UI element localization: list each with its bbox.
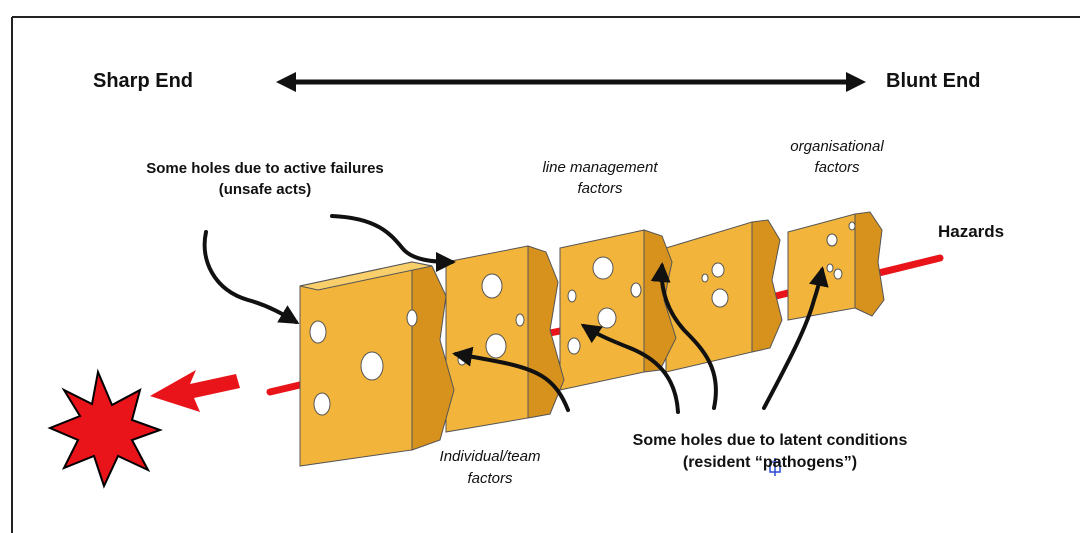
double-headed-arrow-icon <box>276 72 866 92</box>
line-management-label: line management factors <box>500 157 700 199</box>
organisational-label: organisational factors <box>752 136 922 178</box>
individual-team-label: Individual/team factors <box>410 446 570 490</box>
organisational-line2: factors <box>752 157 922 178</box>
trajectory-arrowhead <box>150 370 240 412</box>
latent-conditions-line2: (resident “pathogens”) <box>560 452 980 474</box>
line-management-line2: factors <box>500 178 700 199</box>
cheese-slice-4 <box>666 220 782 372</box>
active-failures-line1: Some holes due to active failures <box>70 158 460 179</box>
line-management-line1: line management <box>500 157 700 178</box>
blunt-end-label: Blunt End <box>886 70 980 93</box>
latent-conditions-label: Some holes due to latent conditions (res… <box>560 430 980 474</box>
active-failure-arrow-1 <box>205 232 296 322</box>
sharp-end-label: Sharp End <box>93 70 193 93</box>
latent-conditions-line1: Some holes due to latent conditions <box>560 430 980 452</box>
active-failures-label: Some holes due to active failures (unsaf… <box>70 158 460 200</box>
cheese-slice-organisational <box>788 212 884 320</box>
active-failures-line2: (unsafe acts) <box>70 179 460 200</box>
active-failure-arrow-2 <box>332 216 452 262</box>
individual-team-line2: factors <box>410 468 570 490</box>
cheese-slice-front <box>300 262 454 466</box>
cheese-slice-2 <box>446 246 564 432</box>
explosion-burst-icon <box>50 372 160 486</box>
individual-team-line1: Individual/team <box>410 446 570 468</box>
organisational-line1: organisational <box>752 136 922 157</box>
hazards-label: Hazards <box>938 222 1004 242</box>
